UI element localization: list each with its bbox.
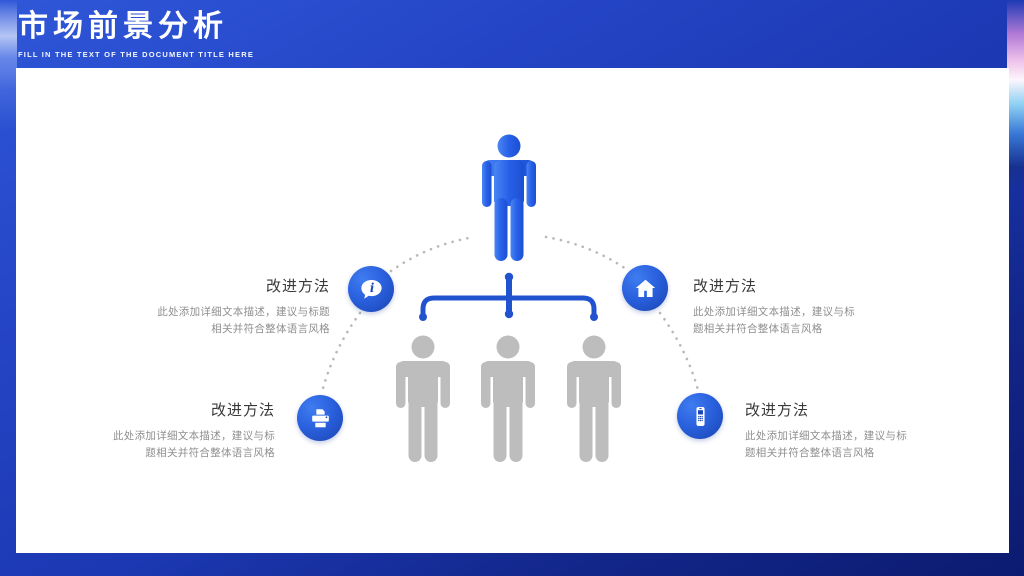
team-member-figure: [480, 335, 536, 463]
team-member-figure: [566, 335, 622, 463]
home-icon: [635, 279, 655, 297]
item-description: 此处添加详细文本描述，建议与标 题相关并符合整体语言风格: [693, 304, 928, 337]
method-item-top-right: 改进方法 此处添加详细文本描述，建议与标 题相关并符合整体语言风格: [693, 277, 928, 337]
item-description: 此处添加详细文本描述，建议与标题 相关并符合整体语言风格: [100, 304, 330, 337]
home-badge: [622, 265, 668, 311]
item-desc-line1: 此处添加详细文本描述，建议与标题: [157, 306, 330, 318]
light-streak-right: [1007, 0, 1024, 190]
item-desc-line2: 题相关并符合整体语言风格: [745, 446, 875, 459]
item-description: 此处添加详细文本描述，建议与标 题相关并符合整体语言风格: [745, 428, 970, 461]
item-desc-line1: 此处添加详细文本描述，建议与标: [745, 430, 907, 442]
item-title: 改进方法: [210, 402, 275, 419]
svg-text:i: i: [369, 281, 373, 295]
item-desc-line1: 此处添加详细文本描述，建议与标: [113, 430, 275, 442]
info-bubble-badge: i: [348, 266, 394, 312]
light-streak-left-lower: [0, 0, 17, 90]
printer-icon: [311, 408, 329, 427]
leader-figure: [481, 134, 537, 262]
item-title: 改进方法: [693, 278, 758, 295]
printer-badge: [297, 395, 343, 441]
item-desc-line2: 题相关并符合整体语言风格: [145, 446, 275, 459]
slide-subtitle: FILL IN THE TEXT OF THE DOCUMENT TITLE H…: [18, 50, 255, 59]
mobile-phone-icon: [695, 406, 705, 426]
item-description: 此处添加详细文本描述，建议与标 题相关并符合整体语言风格: [73, 428, 275, 461]
item-title: 改进方法: [745, 402, 810, 419]
item-desc-line2: 相关并符合整体语言风格: [211, 322, 330, 335]
item-desc-line2: 题相关并符合整体语言风格: [693, 322, 823, 335]
slide-title: 市场前景分析: [18, 10, 228, 43]
method-item-bottom-left: 改进方法 此处添加详细文本描述，建议与标 题相关并符合整体语言风格: [73, 401, 275, 461]
method-item-bottom-right: 改进方法 此处添加详细文本描述，建议与标 题相关并符合整体语言风格: [745, 401, 970, 461]
team-member-figure: [395, 335, 451, 463]
info-bubble-icon: i: [360, 279, 382, 299]
mobile-phone-badge: [677, 393, 723, 439]
item-desc-line1: 此处添加详细文本描述，建议与标: [693, 306, 855, 318]
slide-header: 市场前景分析 FILL IN THE TEXT OF THE DOCUMENT …: [18, 8, 254, 59]
method-item-top-left: 改进方法 此处添加详细文本描述，建议与标题 相关并符合整体语言风格: [100, 277, 330, 337]
item-title: 改进方法: [265, 278, 330, 295]
